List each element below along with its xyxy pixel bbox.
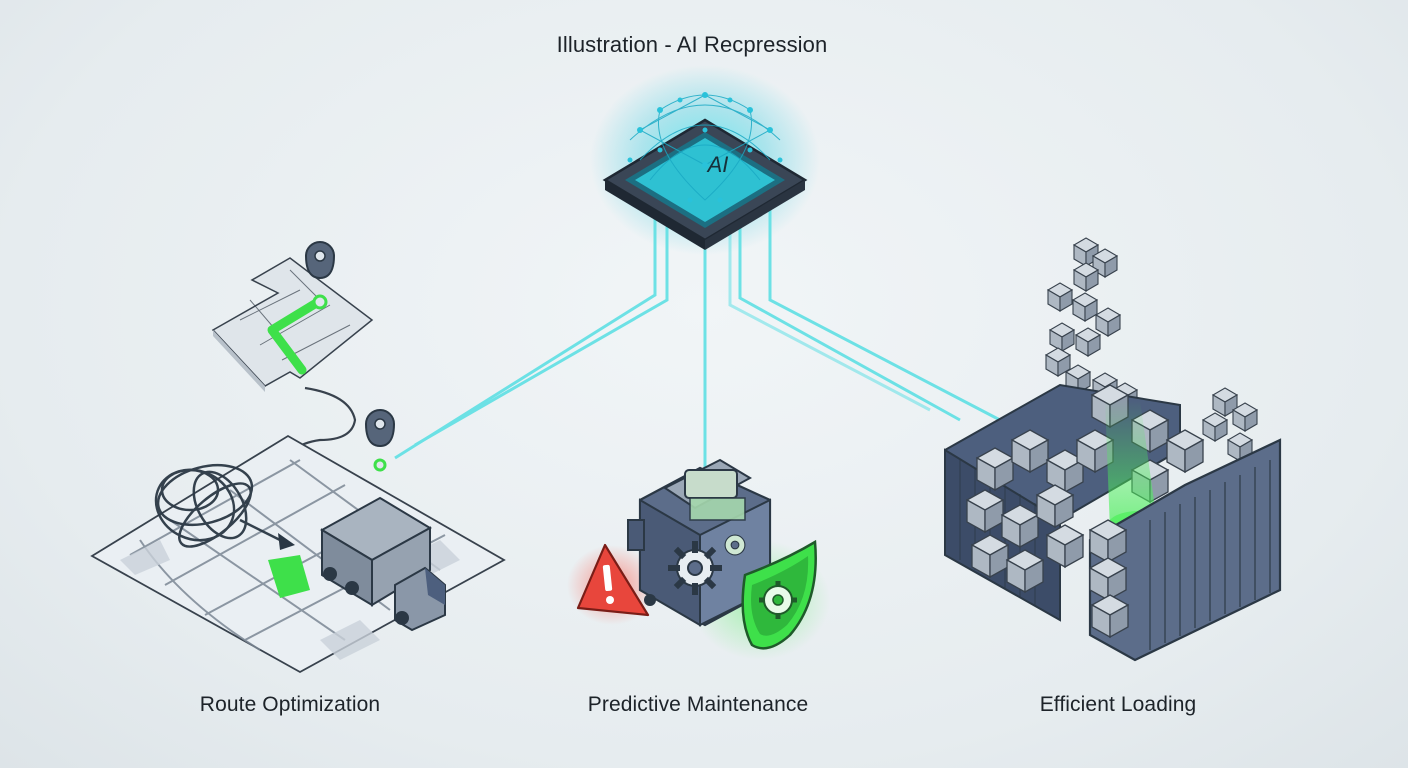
predictive-maintenance-label: Predictive Maintenance bbox=[587, 693, 809, 716]
diagram-title: Illustration - AI Recpression bbox=[556, 32, 828, 57]
efficient-loading-label: Efficient Loading bbox=[1039, 693, 1197, 716]
container-boxes-icon bbox=[944, 237, 1282, 662]
engine-shield-gear-icon bbox=[567, 458, 830, 660]
ai-chip-icon: AI bbox=[394, 65, 1001, 470]
route-optimization-label: Route Optimization bbox=[199, 693, 381, 716]
shield-gear-icon bbox=[741, 539, 817, 650]
ai-connector-lines bbox=[394, 205, 1001, 470]
route-map-truck-icon bbox=[90, 241, 506, 674]
ai-chip-label: AI bbox=[706, 152, 729, 177]
warning-icon bbox=[576, 543, 650, 617]
